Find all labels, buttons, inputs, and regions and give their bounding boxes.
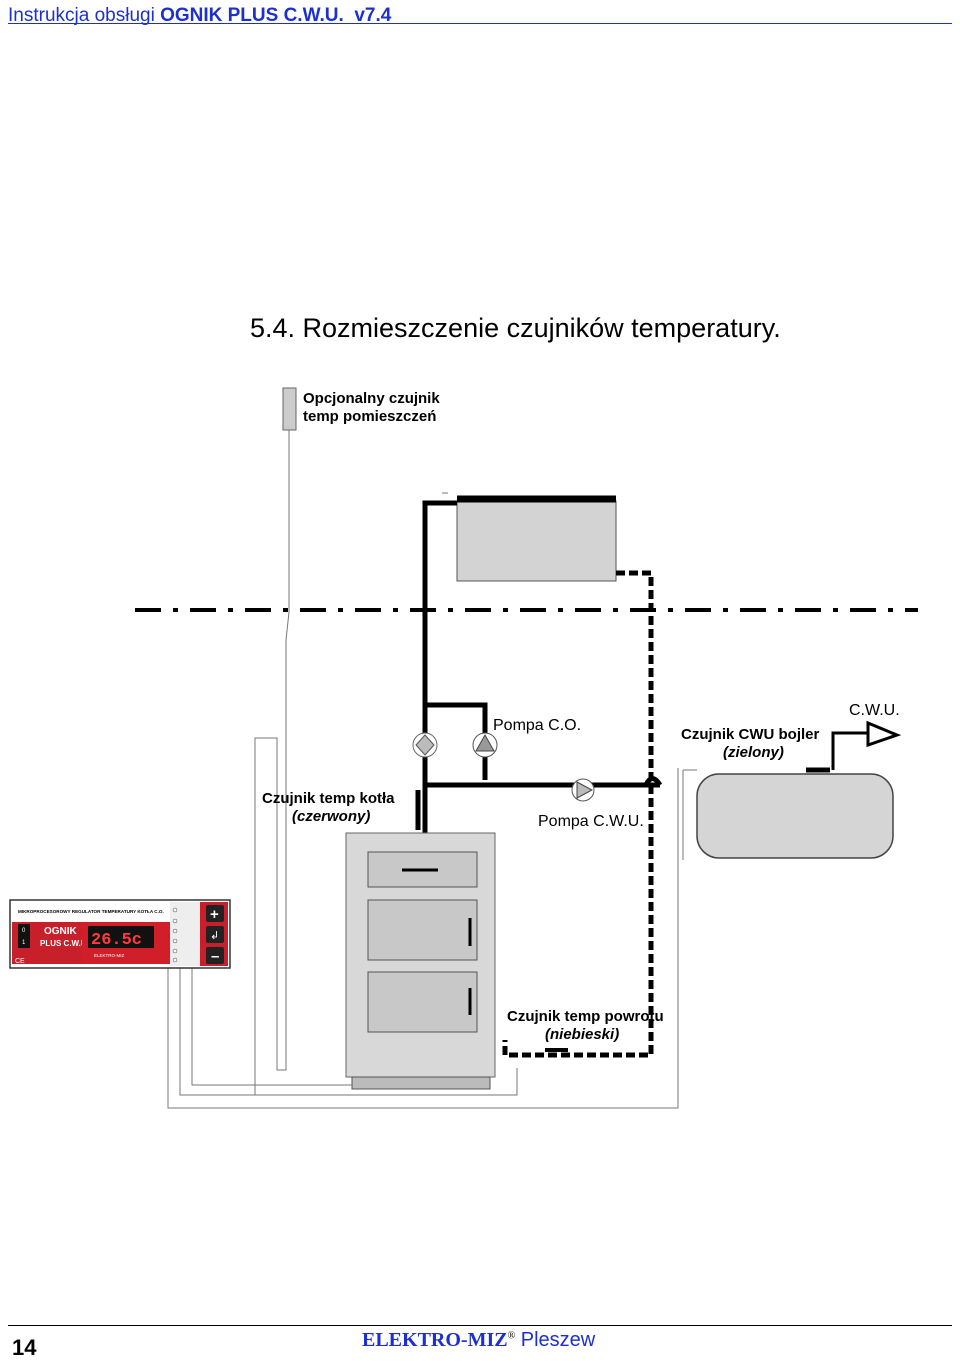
pump-co-label: Pompa C.O. xyxy=(493,717,581,734)
pump-co xyxy=(472,732,498,758)
hot-water-tank xyxy=(696,773,894,859)
boiler-sensor-label-1: Czujnik temp kotła xyxy=(262,790,395,807)
boiler-base xyxy=(351,1076,491,1090)
controller-logo-line1: OGNIK xyxy=(44,926,78,937)
radiator xyxy=(456,500,617,582)
controller-display: 26.5c xyxy=(91,931,142,950)
enter-button xyxy=(206,926,224,943)
header-product: OGNIK PLUS C.W.U. xyxy=(160,5,344,26)
footer-brand-name: ELEKTRO-MIZ xyxy=(362,1329,508,1351)
header-rule xyxy=(8,23,952,24)
svg-text:1: 1 xyxy=(22,940,26,946)
optional-sensor-label-2: temp pomieszczeń xyxy=(303,408,436,425)
footer-brand: ELEKTRO-MIZ® Pleszew xyxy=(362,1329,595,1352)
pump-cwu xyxy=(571,778,595,802)
boiler-sensor-label-2: (czerwony) xyxy=(292,808,370,825)
return-sensor-label-1: Czujnik temp powrotu xyxy=(507,1008,664,1025)
mixing-valve xyxy=(412,732,438,758)
minus-button xyxy=(206,947,224,964)
controller-panel: MIKROPROCESOROWY REGULATOR TEMPERATURY K… xyxy=(9,899,231,969)
cwu-temp-sensor xyxy=(831,731,868,770)
svg-text:↲: ↲ xyxy=(210,929,219,942)
boiler-low-door xyxy=(367,971,478,1033)
page-header: Instrukcja obsługi OGNIK PLUS C.W.U. v7.… xyxy=(8,5,391,27)
svg-text:–: – xyxy=(211,948,219,965)
controller-brand: ELEKTRO-MIZ xyxy=(94,953,125,958)
header-version: v7.4 xyxy=(354,5,392,26)
section-title: 5.4. Rozmieszczenie czujników temperatur… xyxy=(250,313,781,343)
cwu-outlet-arrow xyxy=(866,720,902,748)
controller-logo-line2: PLUS C.W.U xyxy=(40,939,87,948)
controller-panel-title: MIKROPROCESOROWY REGULATOR TEMPERATURY K… xyxy=(18,909,164,914)
cwu-sensor-label-2: (zielony) xyxy=(723,744,784,761)
cwu-label: C.W.U. xyxy=(849,702,900,719)
boiler-mid-door xyxy=(367,899,478,961)
svg-text:0: 0 xyxy=(22,928,26,934)
plus-button xyxy=(206,905,224,922)
svg-text:+: + xyxy=(210,906,219,923)
page-number: 14 xyxy=(12,1335,37,1360)
pump-cwu-label: Pompa C.W.U. xyxy=(538,813,644,830)
room-sensor xyxy=(282,387,297,431)
footer-rule xyxy=(8,1325,952,1326)
optional-sensor-label-1: Opcjonalny czujnik xyxy=(303,390,440,407)
cwu-sensor-label-1: Czujnik CWU bojler xyxy=(681,726,819,743)
ce-mark: CE xyxy=(15,958,25,965)
room-sensor-cable xyxy=(254,430,290,1095)
header-prefix: Instrukcja obsługi xyxy=(8,5,161,26)
return-pipe xyxy=(502,570,654,1058)
registered-mark: ® xyxy=(507,1330,516,1342)
footer-brand-city: Pleszew xyxy=(515,1329,596,1351)
return-sensor-label-2: (niebieski) xyxy=(545,1026,619,1043)
